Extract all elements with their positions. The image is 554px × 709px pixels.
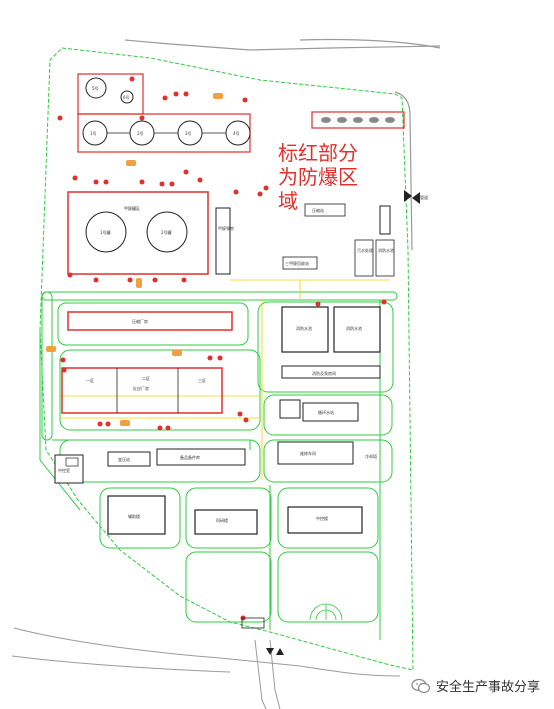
east-gate: 管道 — [404, 190, 428, 204]
spare-parts-warehouse: 备品备件库 — [156, 448, 246, 466]
outer-road-top — [124, 38, 441, 251]
zone-2-label: 二区 — [142, 376, 150, 381]
reaction-workshop: 一区 二区 反应厂房 三区 — [61, 367, 223, 414]
tank-1-label: 1号罐 — [100, 229, 111, 235]
circ-pool-label: 循环水站 — [318, 409, 334, 415]
vehicle-markers — [46, 93, 223, 426]
cooling-label: 冷却塔 — [365, 453, 377, 459]
fire-pump-room: 消防及泵房间 — [281, 365, 381, 379]
site-boundary — [39, 47, 414, 671]
sewage-treatment: 污水处理 消防水池 — [354, 239, 395, 277]
center-building: 中控楼 — [287, 506, 363, 534]
cracking-workshop: 压缩厂房 — [67, 311, 233, 331]
explosion-zone-note: 标红部分 为防爆区 域 — [278, 141, 358, 213]
sphere-4-label: 4号 — [233, 130, 240, 136]
sphere-tank-area: 5号 6号 1号 2号 3号 4号 — [77, 73, 251, 153]
fire-pool-2-label: 消防水池 — [346, 325, 362, 331]
methanol-tank-zone: 甲醇罐区 1号罐 2号罐 — [67, 191, 209, 275]
sphere-3-label: 3号 — [185, 130, 192, 136]
spare-warehouse-label: 备品备件库 — [180, 454, 200, 460]
tank-2 — [146, 211, 188, 253]
sphere-6 — [120, 90, 134, 104]
sphere-6-label: 6号 — [123, 94, 130, 100]
compressor-station-label: 压缩站 — [312, 207, 324, 213]
substation: 变压站 — [107, 451, 151, 467]
tank-zone-label: 甲醇罐区 — [124, 205, 140, 211]
repair-workshop-label: 维修车间 — [300, 450, 316, 456]
main-gate — [241, 617, 284, 655]
pump-room-label: 甲醇泵房 — [218, 225, 234, 231]
substation-label: 变压站 — [118, 456, 130, 462]
gas-detectors — [57, 76, 387, 621]
note-line-3: 域 — [278, 189, 298, 213]
note-line-1: 标红部分 — [278, 141, 358, 165]
sphere-2-label: 2号 — [137, 130, 144, 136]
fire-pool-1-label: 消防水池 — [296, 325, 312, 331]
footer-watermark: 安全生产事故分享 — [411, 676, 540, 695]
sphere-1-label: 1号 — [90, 130, 97, 136]
research-building: 科研楼 — [194, 509, 258, 535]
wechat-icon — [411, 678, 431, 693]
pipe-lines — [60, 279, 390, 480]
zone-3-label: 三区 — [198, 378, 206, 383]
control-room-label: 中控室 — [58, 467, 70, 473]
small-fire-pool-label: 消防水池 — [378, 247, 394, 253]
footer-text: 安全生产事故分享 — [435, 680, 540, 695]
office-building: 辅助楼 — [107, 495, 166, 535]
tank-1 — [85, 211, 127, 253]
office-label: 辅助楼 — [128, 513, 140, 519]
note-line-2: 为防爆区 — [278, 165, 358, 189]
center-label: 中控楼 — [316, 515, 328, 521]
fire-pools: 消防水池 消防水池 — [281, 306, 381, 353]
circulation-water-station: 循环水站 — [279, 399, 359, 422]
methanol-recovery-label: 三甲醇回收站 — [285, 260, 309, 266]
pump-room: 甲醇泵房 — [215, 207, 234, 275]
reaction-workshop-label: 反应厂房 — [133, 385, 149, 391]
fire-pump-room-label: 消防及泵房间 — [312, 370, 336, 376]
compressor-station: 压缩站 — [304, 203, 391, 235]
gate-label: 管道 — [420, 194, 428, 200]
methanol-recovery: 三甲醇回收站 — [282, 256, 318, 270]
small-hut — [65, 457, 79, 467]
unloading-strip — [311, 111, 405, 129]
outer-road-bottom — [11, 627, 401, 709]
plaza-fountain — [309, 603, 343, 621]
sewage-label: 污水处理 — [357, 247, 373, 253]
zone-1-label: 一区 — [86, 378, 94, 383]
tank-2-label: 2号罐 — [161, 229, 172, 235]
repair-workshop: 维修车间 冷却塔 — [277, 441, 377, 465]
research-label: 科研楼 — [216, 517, 228, 523]
sphere-5 — [85, 77, 107, 99]
cracking-workshop-label: 压缩厂房 — [132, 318, 148, 324]
sphere-5-label: 5号 — [92, 85, 99, 91]
